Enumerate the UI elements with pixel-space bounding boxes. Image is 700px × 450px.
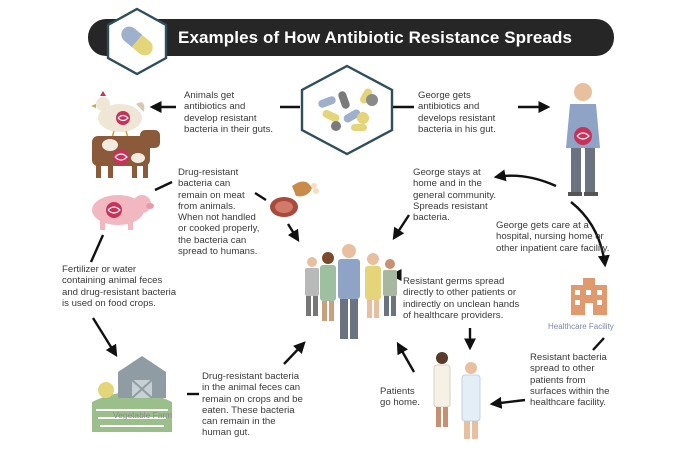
text-drug-resistant-meat: Drug-resistant bacteria can remain on me… bbox=[178, 167, 260, 258]
arrow-fertilizer-to-farm bbox=[91, 317, 118, 358]
patients-icon bbox=[433, 352, 481, 439]
chicken-icon bbox=[91, 91, 145, 139]
barn-icon bbox=[92, 356, 172, 432]
meat-icon bbox=[270, 181, 319, 217]
text-drug-resistant-feces: Drug-resistant bacteria in the animal fe… bbox=[202, 371, 303, 439]
arrow-community-to-crowd bbox=[392, 214, 411, 241]
flow-arrows bbox=[89, 101, 610, 409]
text-patients-home: Patients go home. bbox=[380, 386, 421, 409]
text-resistant-germs: Resistant germs spread directly to other… bbox=[403, 276, 520, 321]
text-george-care: George gets care at a hospital, nursing … bbox=[496, 220, 610, 254]
text-animals-get: Animals get antibiotics and develop resi… bbox=[184, 90, 274, 135]
label-healthcare-facility: Healthcare Facility bbox=[548, 322, 614, 331]
text-fertilizer: Fertilizer or water containing animal fe… bbox=[62, 264, 177, 309]
connector-facility-to-surfaces bbox=[592, 337, 605, 351]
cow-icon bbox=[92, 130, 160, 178]
text-resistant-surfaces: Resistant bacteria spread to other patie… bbox=[530, 352, 610, 409]
pills-icon bbox=[300, 64, 394, 156]
arrow-surfaces-to-patients bbox=[489, 396, 526, 409]
arrow-george-to-facility bbox=[570, 201, 610, 268]
crowd-icon bbox=[305, 244, 397, 339]
connector-meat-text-to-meat bbox=[254, 191, 267, 202]
george-icon bbox=[566, 83, 600, 196]
text-george-gets: George gets antibiotics and develops res… bbox=[418, 90, 496, 135]
title-banner: Examples of How Antibiotic Resistance Sp… bbox=[88, 19, 614, 56]
page-title: Examples of How Antibiotic Resistance Sp… bbox=[178, 28, 573, 47]
connector-pig-to-fertilizer bbox=[89, 234, 105, 263]
arrow-patients-home bbox=[396, 341, 416, 373]
pig-icon bbox=[92, 195, 154, 230]
hospital-building-icon bbox=[571, 278, 607, 315]
arrow-feces-to-crowd bbox=[283, 341, 306, 365]
label-vegetable-farm: Vegetable Farm bbox=[113, 410, 173, 420]
antibiotic-capsule-icon bbox=[106, 7, 168, 76]
arrow-meat-to-crowd bbox=[286, 223, 300, 243]
arrow-george-to-community bbox=[493, 169, 557, 188]
connector-pig-to-meat-text bbox=[154, 180, 173, 192]
text-george-stays: George stays at home and in the general … bbox=[413, 167, 497, 224]
